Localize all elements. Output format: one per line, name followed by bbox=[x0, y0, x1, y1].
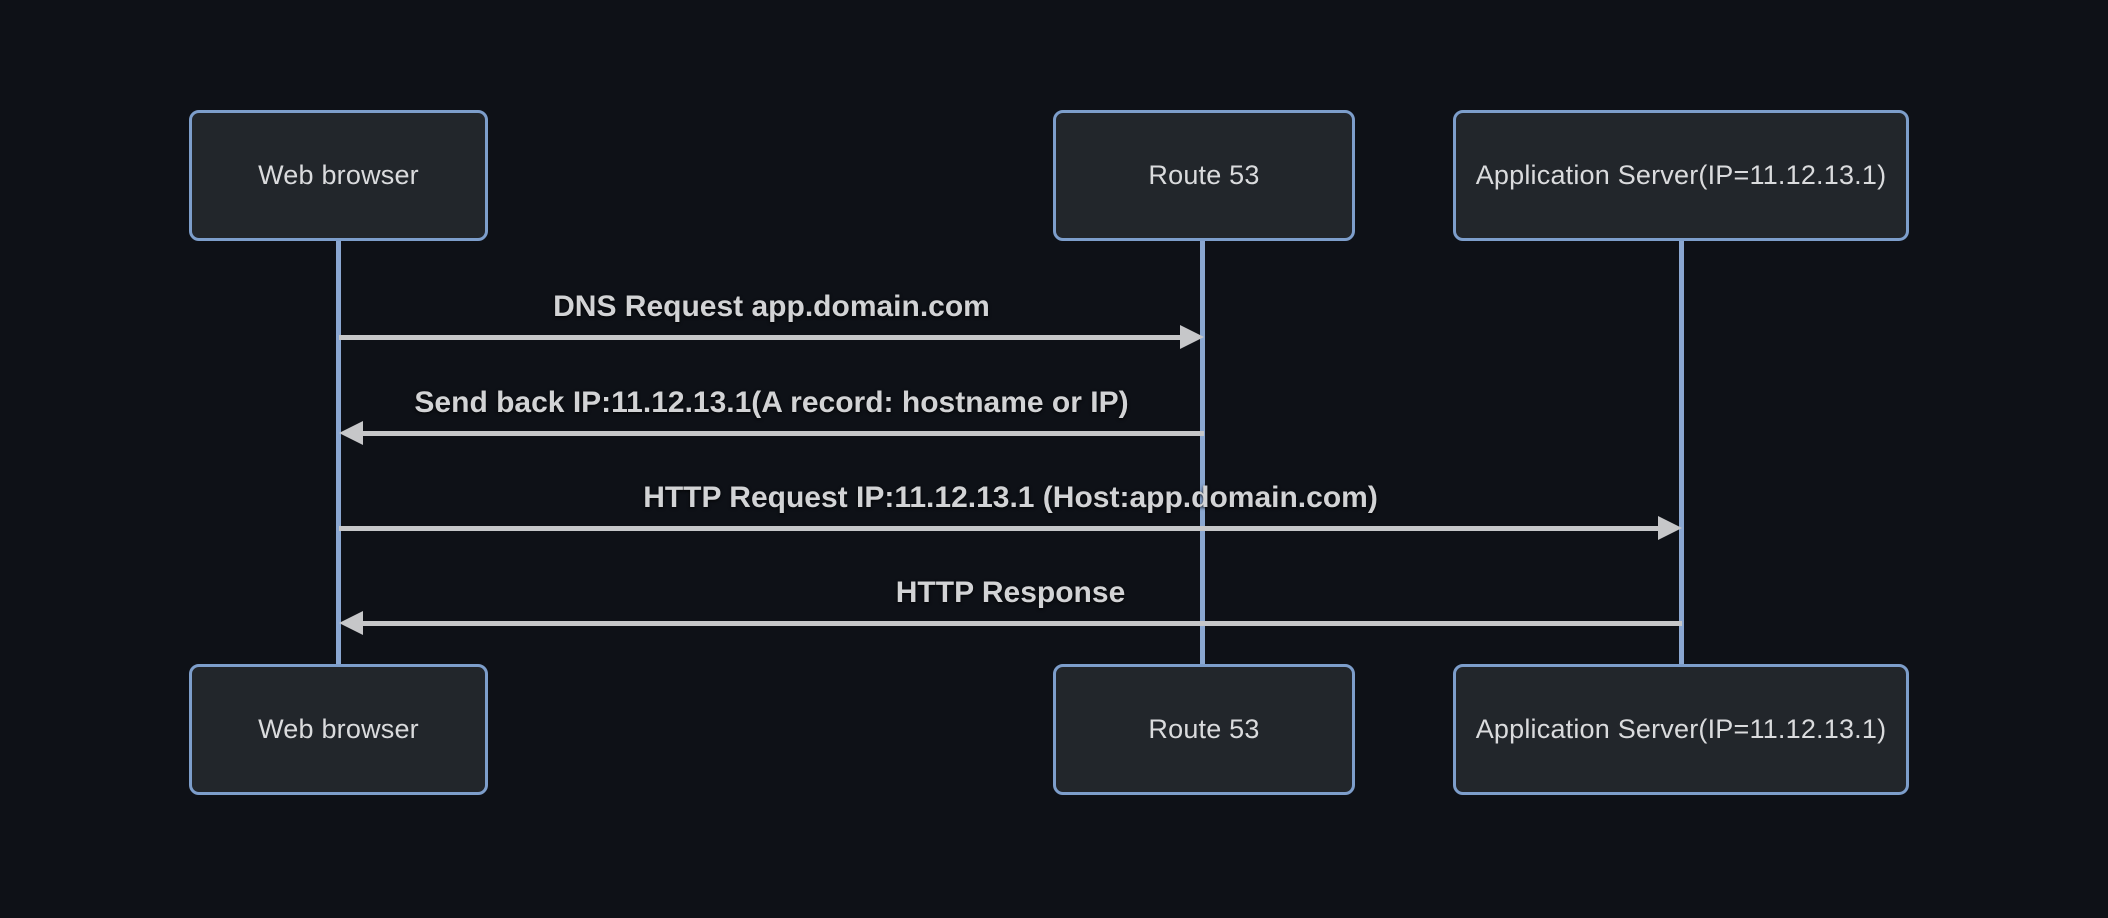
arrowhead-right-icon bbox=[1180, 325, 1204, 349]
actor-bottom-route-53: Route 53 bbox=[1053, 664, 1355, 795]
message-line-http-request bbox=[339, 526, 1658, 531]
actor-top-app-server: Application Server(IP=11.12.13.1) bbox=[1453, 110, 1909, 241]
actor-label-route-53: Route 53 bbox=[1148, 160, 1260, 190]
message-line-dns-request bbox=[339, 335, 1180, 340]
message-label-dns-request: DNS Request app.domain.com bbox=[553, 290, 990, 323]
actor-label-web-browser: Web browser bbox=[258, 714, 419, 744]
message-label-send-back-ip: Send back IP:11.12.13.1(A record: hostna… bbox=[414, 386, 1129, 419]
actor-top-web-browser: Web browser bbox=[189, 110, 488, 241]
lifeline-route-53 bbox=[1200, 238, 1205, 667]
lifeline-app-server bbox=[1679, 238, 1684, 667]
lifeline-web-browser bbox=[336, 238, 341, 667]
message-label-http-response: HTTP Response bbox=[895, 576, 1126, 609]
actor-label-app-server: Application Server(IP=11.12.13.1) bbox=[1475, 714, 1887, 744]
message-label-http-request: HTTP Request IP:11.12.13.1 (Host:app.dom… bbox=[643, 481, 1378, 514]
actor-label-web-browser: Web browser bbox=[258, 160, 419, 190]
message-line-http-response bbox=[363, 621, 1682, 626]
actor-label-app-server: Application Server(IP=11.12.13.1) bbox=[1475, 160, 1887, 190]
arrowhead-left-icon bbox=[339, 421, 363, 445]
actor-bottom-web-browser: Web browser bbox=[189, 664, 488, 795]
arrowhead-right-icon bbox=[1658, 516, 1682, 540]
actor-label-route-53: Route 53 bbox=[1148, 714, 1260, 744]
actor-bottom-app-server: Application Server(IP=11.12.13.1) bbox=[1453, 664, 1909, 795]
arrowhead-left-icon bbox=[339, 611, 363, 635]
message-line-send-back-ip bbox=[363, 431, 1204, 436]
actor-top-route-53: Route 53 bbox=[1053, 110, 1355, 241]
